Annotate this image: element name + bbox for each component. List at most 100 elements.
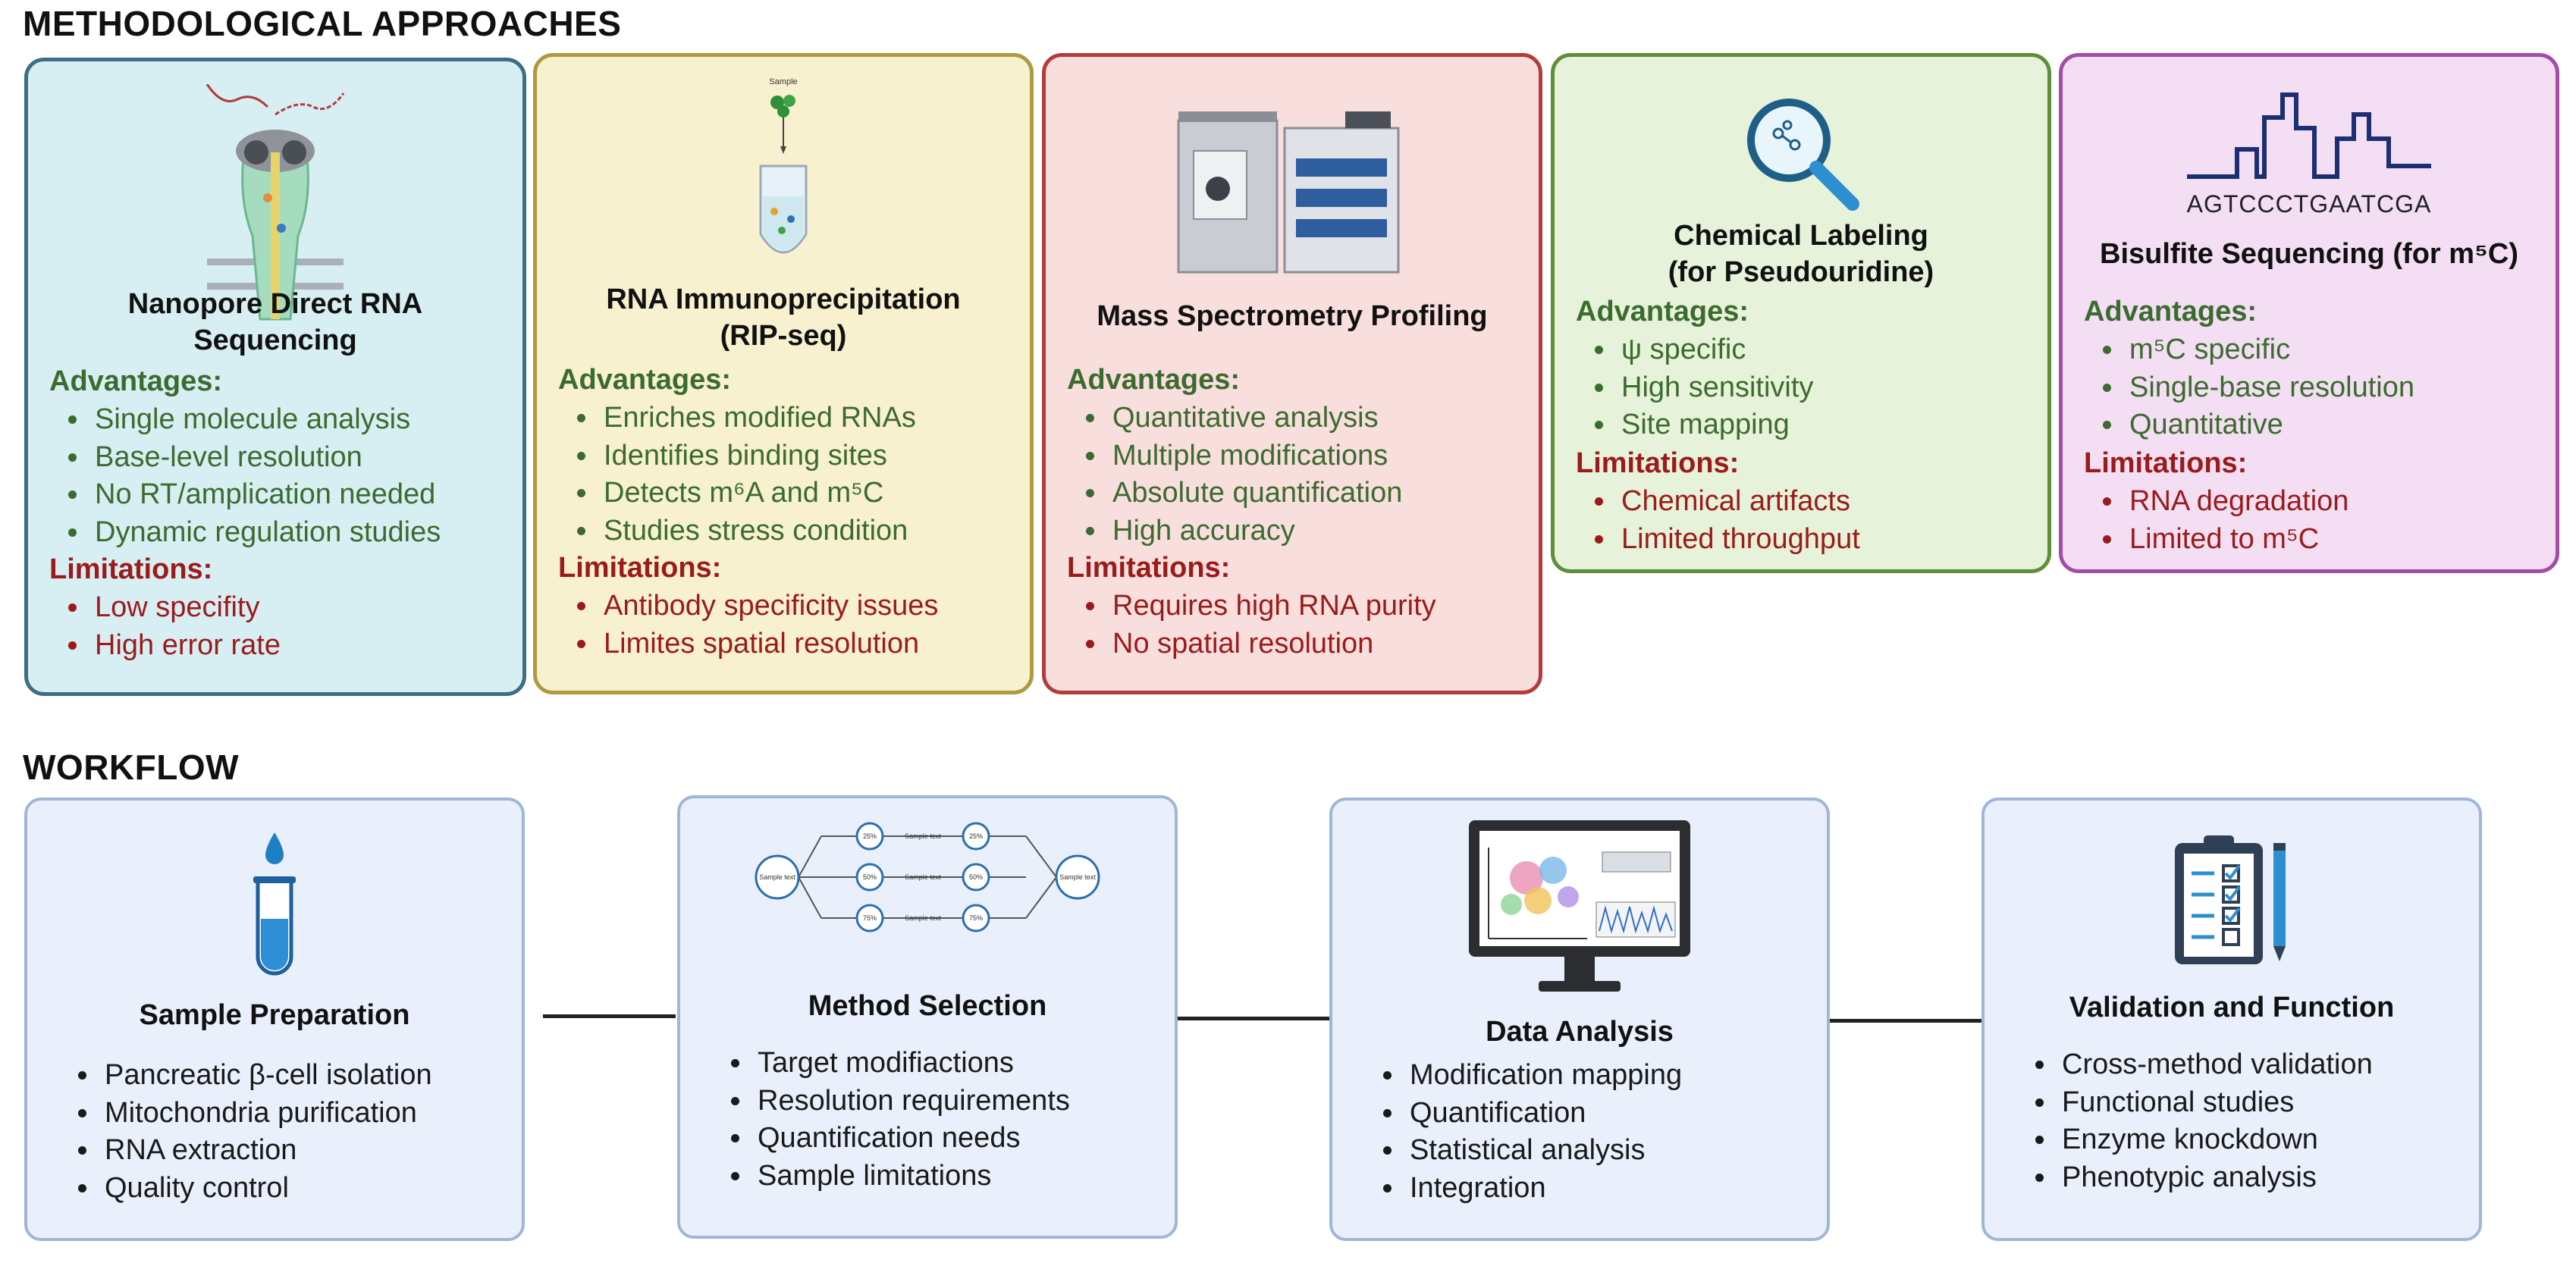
list-item: Dynamic regulation studies: [90, 514, 515, 552]
list-item: Limited throughput: [1617, 521, 2040, 559]
magnifier-icon: [1555, 92, 2047, 213]
diagram-percent: 75%: [969, 914, 983, 922]
tube-icon-label: Sample: [769, 77, 797, 86]
limitations-label: Limitations:: [1576, 447, 1740, 479]
list-item: High accuracy: [1108, 512, 1531, 550]
sequence-text: AGTCCCTGAATCGA: [2186, 190, 2432, 218]
list-item: Detects m⁶A and m⁵C: [599, 475, 1022, 512]
list-item: Functional studies: [2057, 1084, 2471, 1122]
list-item: m⁵C specific: [2125, 331, 2548, 369]
advantages-label: Advantages:: [558, 364, 732, 396]
workflow-section-title: WORKFLOW: [23, 747, 240, 787]
sequence-trace-icon: [2063, 84, 2556, 183]
workflow-title: Method Selection: [808, 990, 1047, 1022]
advantages-label: Advantages:: [49, 365, 223, 397]
list-item: Quantitative: [2125, 406, 2548, 444]
list-item: Site mapping: [1617, 406, 2040, 444]
list-item: Integration: [1405, 1170, 1819, 1208]
list-item: Multiple modifications: [1108, 437, 1531, 475]
advantages-list: m⁵C specific Single-base resolution Quan…: [2084, 331, 2548, 444]
workflow-card-method-selection: Sample text Sample text Sample text Samp…: [677, 795, 1178, 1239]
list-item: No RT/amplication needed: [90, 476, 515, 514]
diagram-percent: 50%: [863, 873, 877, 881]
list-item: Sample limitations: [753, 1158, 1167, 1196]
list-item: Single molecule analysis: [90, 401, 515, 439]
list-item: No spatial resolution: [1108, 625, 1531, 663]
advantages-label: Advantages:: [2084, 296, 2258, 328]
workflow-list: Target modifiactions Resolution requirem…: [709, 1045, 1167, 1195]
list-item: Low specifity: [90, 589, 515, 627]
list-item: Target modifiactions: [753, 1045, 1167, 1083]
list-item: Single-base resolution: [2125, 369, 2548, 407]
list-item: Limited to m⁵C: [2125, 521, 2548, 559]
list-item: Enriches modified RNAs: [599, 400, 1022, 437]
method-title: Chemical Labeling(for Pseudouridine): [1668, 220, 1934, 288]
limitations-list: Chemical artifacts Limited throughput: [1576, 483, 2040, 558]
advantages-list: Single molecule analysis Base-level reso…: [49, 401, 515, 551]
workflow-card-sample-preparation: Sample Preparation Pancreatic β-cell iso…: [24, 798, 525, 1241]
diagram-label: Sample text: [759, 873, 795, 881]
diagram-label: Sample text: [905, 873, 941, 881]
method-card-bisulfite: AGTCCCTGAATCGA Bisulfite Sequencing (for…: [2059, 53, 2559, 573]
list-item: Statistical analysis: [1405, 1132, 1819, 1170]
diagram-percent: 25%: [969, 832, 983, 840]
clipboard-icon: [1985, 832, 2479, 969]
diagram-percent: 75%: [863, 914, 877, 922]
list-item: Cross-method validation: [2057, 1046, 2471, 1084]
list-item: Studies stress condition: [599, 512, 1022, 550]
diagram-label: Sample text: [1059, 873, 1096, 881]
advantages-list: ψ specific High sensitivity Site mapping: [1576, 331, 2040, 444]
mass-spectrometer-icon: [1046, 105, 1539, 280]
workflow-connector: [1178, 1017, 1329, 1020]
list-item: High sensitivity: [1617, 369, 2040, 407]
list-item: Absolute quantification: [1108, 475, 1531, 512]
list-item: High error rate: [90, 627, 515, 665]
list-item: RNA extraction: [100, 1132, 514, 1170]
limitations-list: RNA degradation Limited to m⁵C: [2084, 483, 2548, 558]
workflow-title: Sample Preparation: [139, 999, 410, 1031]
workflow-title: Data Analysis: [1486, 1016, 1674, 1048]
limitations-label: Limitations:: [1067, 552, 1231, 584]
list-item: RNA degradation: [2125, 483, 2548, 521]
diagram-percent: 25%: [863, 832, 877, 840]
limitations-list: Antibody specificity issues Limites spat…: [558, 588, 1022, 663]
list-item: Mitochondria purification: [100, 1095, 514, 1133]
method-title: RNA Immunoprecipitation(RIP-seq): [606, 284, 961, 352]
list-item: Chemical artifacts: [1617, 483, 2040, 521]
method-card-mass-spec: Mass Spectrometry Profiling Advantages: …: [1042, 53, 1542, 694]
list-item: Pancreatic β-cell isolation: [100, 1057, 514, 1095]
workflow-connector: [543, 1014, 676, 1018]
limitations-label: Limitations:: [558, 552, 722, 584]
list-item: Resolution requirements: [753, 1083, 1167, 1120]
advantages-label: Advantages:: [1067, 364, 1241, 396]
list-item: Modification mapping: [1405, 1057, 1819, 1095]
test-tube-icon: [27, 828, 522, 979]
list-item: Base-level resolution: [90, 439, 515, 477]
advantages-list: Enriches modified RNAs Identifies bindin…: [558, 400, 1022, 550]
list-item: Phenotypic analysis: [2057, 1159, 2471, 1197]
workflow-card-data-analysis: Data Analysis Modification mapping Quant…: [1329, 798, 1830, 1241]
method-title: Mass Spectrometry Profiling: [1097, 300, 1488, 332]
workflow-connector: [1830, 1019, 1981, 1023]
flow-diagram-icon: Sample text Sample text Sample text Samp…: [680, 810, 1175, 939]
limitations-list: Low specifity High error rate: [49, 589, 515, 664]
workflow-card-validation: Validation and Function Cross-method val…: [1981, 798, 2482, 1241]
list-item: Requires high RNA purity: [1108, 588, 1531, 625]
list-item: Limites spatial resolution: [599, 625, 1022, 663]
limitations-label: Limitations:: [2084, 447, 2248, 479]
monitor-icon: [1332, 817, 1827, 999]
advantages-list: Quantitative analysis Multiple modificat…: [1067, 400, 1531, 550]
list-item: ψ specific: [1617, 331, 2040, 369]
limitations-label: Limitations:: [49, 553, 213, 585]
list-item: Quality control: [100, 1170, 514, 1208]
methods-section-title: METHODOLOGICAL APPROACHES: [23, 4, 622, 43]
diagram-label: Sample text: [905, 914, 941, 922]
advantages-label: Advantages:: [1576, 296, 1749, 328]
workflow-list: Pancreatic β-cell isolation Mitochondria…: [56, 1057, 514, 1207]
list-item: Enzyme knockdown: [2057, 1121, 2471, 1159]
workflow-title: Validation and Function: [2069, 992, 2395, 1023]
method-card-chemical-labeling: Chemical Labeling(for Pseudouridine) Adv…: [1551, 53, 2051, 573]
list-item: Quantification needs: [753, 1120, 1167, 1158]
